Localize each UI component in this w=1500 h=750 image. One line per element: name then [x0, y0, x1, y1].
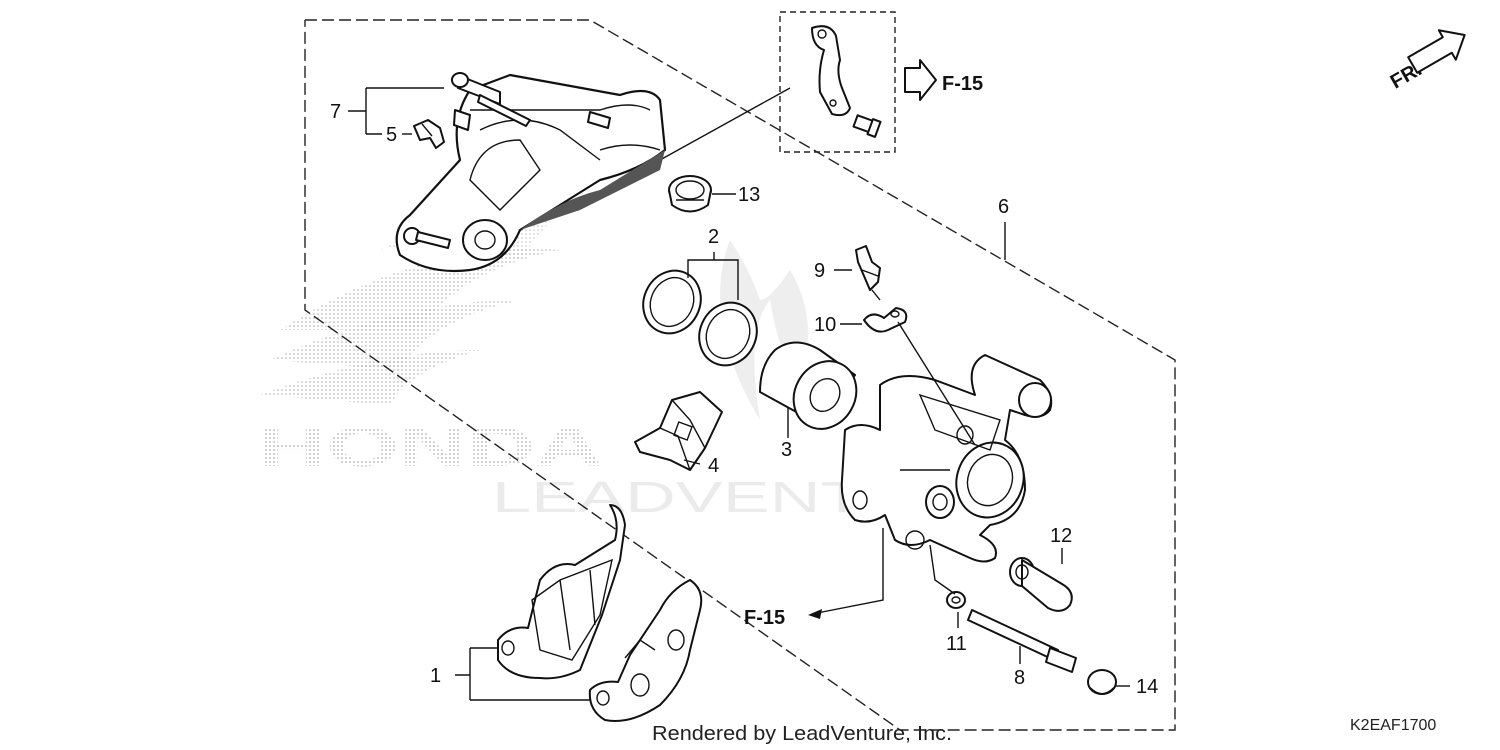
- label-part-11: 11: [946, 633, 967, 655]
- reference-f15-top: F-15: [942, 73, 983, 95]
- pad-pin: [967, 609, 1077, 673]
- bracket-detail: [811, 25, 882, 138]
- label-part-13: 13: [738, 184, 760, 206]
- diagram-code: K2EAF1700: [1350, 717, 1436, 734]
- leader-lines: [348, 87, 1130, 701]
- caliper-bracket: [395, 72, 667, 273]
- pad-spring: [634, 391, 723, 471]
- label-part-3: 3: [781, 439, 792, 461]
- bleeder-cap: [863, 307, 908, 333]
- piston: [759, 341, 858, 430]
- label-part-12: 12: [1050, 525, 1072, 547]
- brake-pads: [497, 504, 703, 722]
- label-part-1: 1: [430, 665, 441, 687]
- pad-pin-plug: [1087, 669, 1117, 695]
- bleeder-screw: [855, 245, 881, 301]
- assembly-boundary: [304, 19, 1176, 731]
- pin-bolt: [1009, 557, 1073, 612]
- label-part-2: 2: [708, 226, 719, 248]
- sealing-washer: [946, 591, 966, 609]
- reference-f15-bottom: F-15: [744, 607, 785, 629]
- label-part-5: 5: [386, 124, 397, 146]
- boot: [668, 175, 712, 213]
- label-part-7: 7: [330, 101, 341, 123]
- label-part-8: 8: [1014, 667, 1025, 689]
- label-part-4: 4: [708, 455, 719, 477]
- reference-arrow-top: [904, 59, 937, 101]
- bracket-leader: [659, 87, 791, 161]
- label-part-10: 10: [814, 314, 836, 336]
- caliper-body: [840, 354, 1053, 563]
- piston-seals: [642, 269, 758, 367]
- honda-wordmark: HONDA: [258, 415, 603, 478]
- front-direction-indicator: FR.: [1387, 29, 1466, 93]
- label-part-6: 6: [998, 196, 1009, 218]
- label-part-14: 14: [1136, 676, 1158, 698]
- bracket-callout-box: [779, 11, 896, 153]
- render-credit: Rendered by LeadVenture, Inc.: [652, 723, 952, 745]
- pad-spring-clip: [413, 119, 445, 149]
- label-part-9: 9: [814, 260, 825, 282]
